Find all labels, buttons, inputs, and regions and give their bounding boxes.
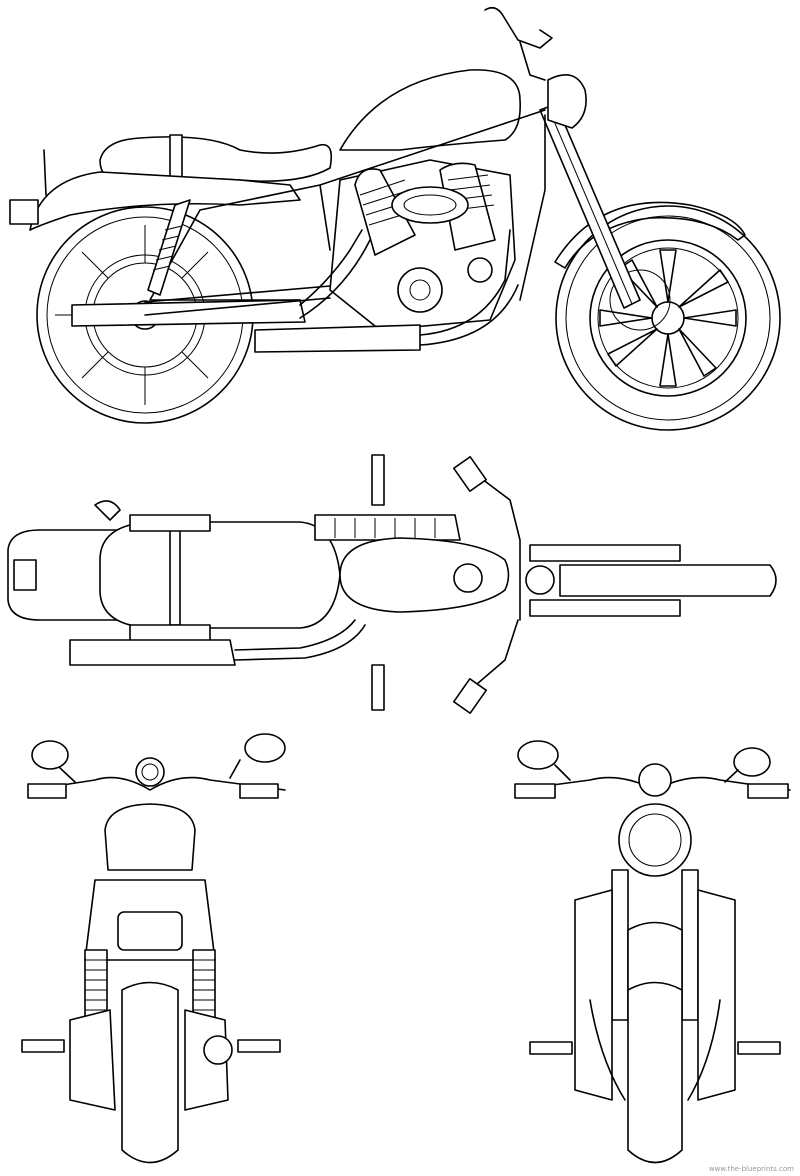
front-view-grip-left bbox=[514, 783, 556, 799]
front-view-engine-left bbox=[574, 889, 613, 1101]
rear-view-mirror-right bbox=[244, 733, 286, 763]
swingarm bbox=[144, 285, 331, 316]
seat-top bbox=[99, 521, 341, 629]
rear-view-grip-left bbox=[27, 783, 67, 799]
rear-view-engine-right bbox=[184, 1009, 229, 1111]
front-view-footpeg-left bbox=[529, 1041, 573, 1055]
seat-strap bbox=[169, 134, 183, 180]
rear-view bbox=[21, 733, 286, 1164]
front-view-fork-right bbox=[681, 869, 699, 1021]
front-wheel-top bbox=[559, 564, 777, 597]
grip-left bbox=[452, 455, 488, 493]
fuel-tank bbox=[339, 69, 522, 151]
rear-fender bbox=[29, 171, 301, 231]
tail-light bbox=[9, 199, 39, 225]
front-view-tire bbox=[627, 981, 683, 1164]
front-wheel bbox=[555, 205, 781, 431]
fork-top-lower bbox=[529, 599, 681, 617]
rear-view-grip-right bbox=[239, 783, 279, 799]
fuel-cap bbox=[453, 563, 483, 593]
frame bbox=[149, 109, 546, 301]
front-view-engine-right bbox=[697, 889, 736, 1101]
front-view-headlight bbox=[618, 803, 692, 877]
top-view bbox=[7, 454, 777, 715]
headlight bbox=[547, 74, 587, 129]
air-cleaner bbox=[391, 186, 469, 224]
rear-mirror-left bbox=[94, 500, 121, 521]
rear-shock bbox=[147, 199, 191, 296]
rear-view-mirror-left bbox=[31, 740, 69, 770]
seat-strap-top bbox=[169, 529, 181, 626]
front-view-fork-left bbox=[611, 869, 629, 1021]
engine-top bbox=[314, 514, 461, 541]
front-view bbox=[514, 740, 791, 1164]
side-view bbox=[9, 6, 781, 431]
handlebar bbox=[484, 6, 553, 81]
rear-view-exhaust-tip bbox=[203, 1035, 233, 1065]
front-view-grip-right bbox=[747, 783, 789, 799]
front-view-fender bbox=[627, 921, 683, 991]
front-view-instrument bbox=[638, 763, 672, 797]
rear-view-tire bbox=[121, 981, 179, 1164]
front-view-exhaust bbox=[589, 999, 721, 1101]
fuel-tank-top bbox=[339, 537, 510, 613]
footpeg-left bbox=[371, 454, 385, 506]
shock-top-upper bbox=[129, 514, 211, 532]
front-view-mirror-right bbox=[733, 747, 771, 777]
front-fork bbox=[539, 103, 641, 309]
rear-view-handlebar bbox=[29, 759, 286, 791]
shock-top-lower bbox=[129, 624, 211, 642]
grip-right bbox=[452, 677, 488, 715]
speedometer bbox=[135, 757, 165, 787]
rear-view-footpeg-left bbox=[21, 1039, 65, 1053]
front-view-mirror-left bbox=[517, 740, 559, 770]
rear-view-engine-left bbox=[69, 1009, 116, 1111]
front-view-footpeg-right bbox=[737, 1041, 781, 1055]
rear-bracket bbox=[43, 149, 47, 196]
tail-light-top bbox=[13, 559, 37, 591]
fork-top-upper bbox=[529, 544, 681, 562]
license-plate bbox=[117, 911, 183, 951]
engine bbox=[329, 159, 516, 331]
rear-view-tank bbox=[104, 803, 196, 871]
footpeg-right bbox=[371, 664, 385, 711]
exhaust bbox=[71, 229, 519, 353]
watermark: www.the-blueprints.com bbox=[708, 1165, 794, 1173]
headlight-top bbox=[525, 565, 555, 595]
rear-view-footpeg-right bbox=[237, 1039, 281, 1053]
exhaust-top bbox=[69, 639, 236, 666]
